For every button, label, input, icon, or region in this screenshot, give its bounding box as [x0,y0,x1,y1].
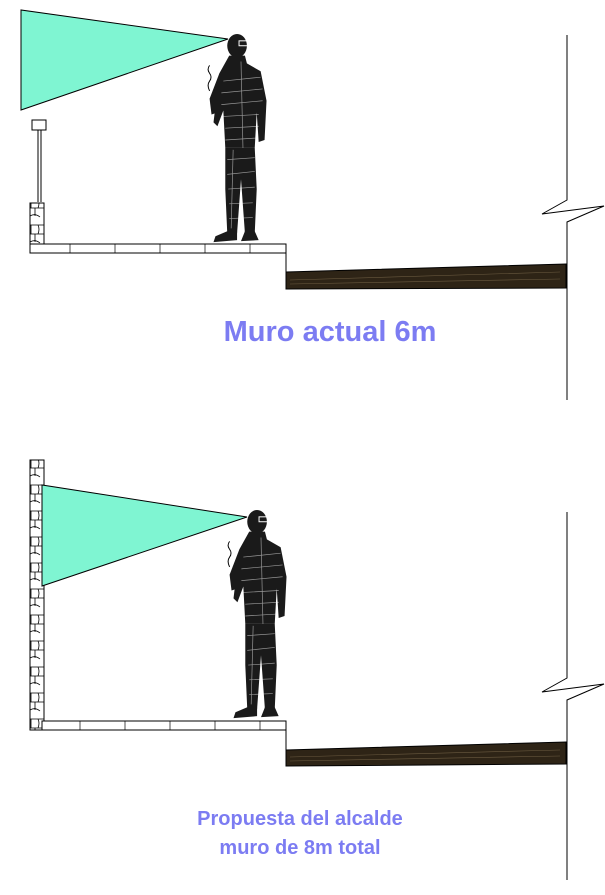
bottom-terrace [41,720,287,750]
top-road [285,263,567,290]
bottom-stone-wall [29,459,45,731]
top-person-figure [207,33,268,243]
bottom-view-cone [41,484,248,587]
top-view-cone [20,9,229,111]
caption-current-wall: Muro actual 6m [223,316,437,348]
bottom-road [285,741,567,767]
caption-proposed-wall: Propuesta del alcalde muro de 8m total [197,808,403,859]
top-break-line [541,35,605,400]
bottom-panel [29,459,605,880]
bottom-person-figure [227,509,288,719]
top-panel [20,9,605,400]
top-terrace [29,243,287,272]
bottom-break-line [541,512,605,880]
top-post [31,119,47,202]
